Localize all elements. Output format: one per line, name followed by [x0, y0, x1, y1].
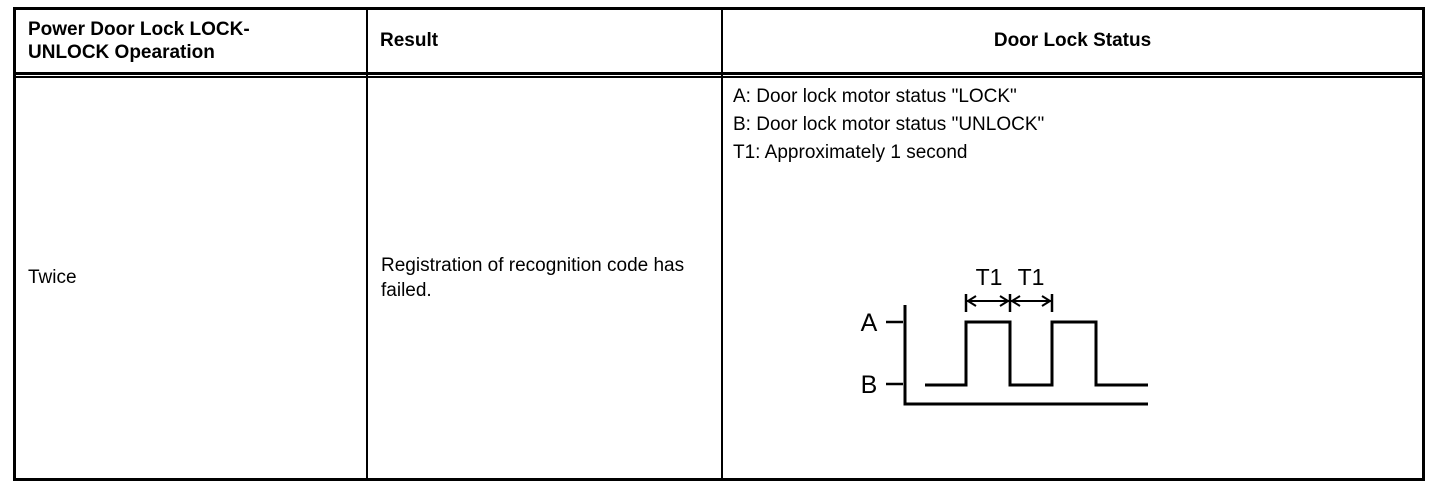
header-cell-status: Door Lock Status — [723, 10, 1422, 72]
header-body-double-rule — [16, 75, 1422, 78]
operation-value: Twice — [28, 267, 77, 288]
cell-result: Registration of recognition code has fai… — [368, 78, 723, 478]
header-label-operation: Power Door Lock LOCK-UNLOCK Opearation — [28, 18, 250, 63]
table-header-row: Power Door Lock LOCK-UNLOCK Opearation R… — [16, 10, 1422, 75]
interval-label-second: T1 — [1018, 264, 1045, 290]
lock-unlock-waveform — [925, 320, 1148, 387]
arrowhead-icon — [1010, 295, 1021, 307]
door-lock-timing-diagram: A B T1 — [861, 264, 1148, 406]
axis-label-b: B — [861, 371, 878, 399]
cell-status: A: Door lock motor status "LOCK" B: Door… — [723, 78, 1422, 478]
double-rule-segment — [723, 75, 1422, 76]
legend-line-a: A: Door lock motor status "LOCK" — [733, 86, 1017, 107]
arrowhead-icon — [1041, 295, 1052, 307]
header-label-result: Result — [380, 30, 439, 52]
header-cell-operation: Power Door Lock LOCK-UNLOCK Opearation — [16, 10, 368, 72]
arrowhead-icon — [966, 295, 977, 307]
legend-line-b: B: Door lock motor status "UNLOCK" — [733, 114, 1045, 135]
arrowhead-icon — [999, 295, 1010, 307]
header-label-status: Door Lock Status — [993, 30, 1152, 52]
header-cell-result: Result — [368, 10, 723, 72]
interval-label-first: T1 — [976, 264, 1003, 290]
legend-line-t1: T1: Approximately 1 second — [733, 142, 968, 163]
cell-operation: Twice — [16, 78, 368, 478]
double-rule-segment — [368, 75, 723, 76]
result-value: Registration of recognition code has fai… — [381, 254, 685, 301]
axis-label-a: A — [861, 309, 878, 337]
diagram-legend: A: Door lock motor status "LOCK" B: Door… — [733, 83, 1044, 167]
door-lock-status-table: Power Door Lock LOCK-UNLOCK Opearation R… — [13, 7, 1425, 481]
table-body-row: Twice Registration of recognition code h… — [16, 78, 1422, 478]
double-rule-segment — [16, 75, 368, 76]
